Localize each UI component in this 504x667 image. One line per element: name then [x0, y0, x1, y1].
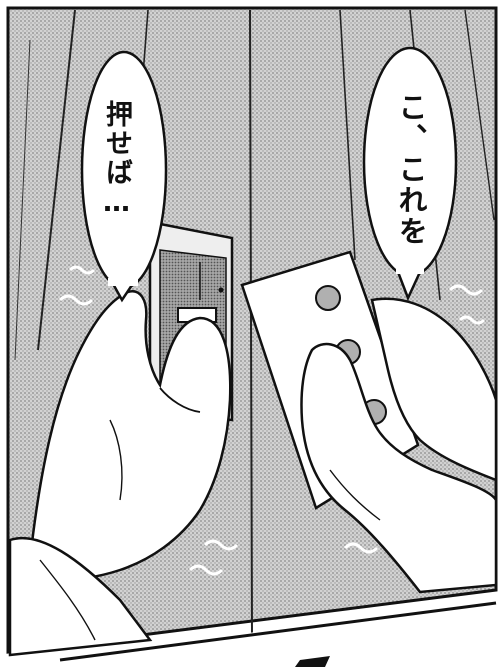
- sound-effect-marks: [58, 265, 486, 576]
- left-hand: [8, 290, 232, 657]
- right-hand: [300, 297, 498, 594]
- lower-panel: [8, 600, 497, 667]
- speech-text-right: こ、これを: [394, 92, 428, 247]
- speech-bubble-left: [80, 50, 168, 303]
- speech-bubble-right: [362, 46, 458, 302]
- speech-text-left: 押せば…: [101, 100, 132, 220]
